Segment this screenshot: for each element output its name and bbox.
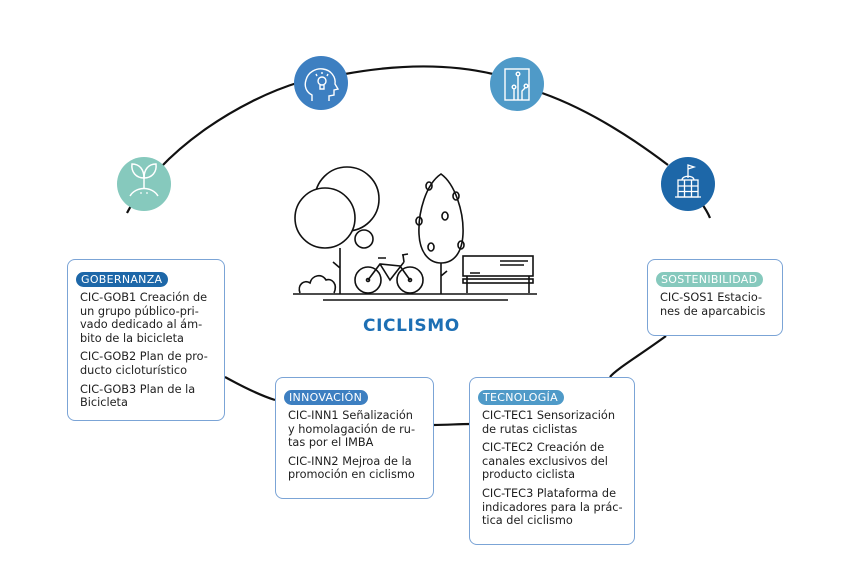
- badge-gobernanza: GOBERNANZA: [76, 272, 169, 287]
- item-sos1: CIC-SOS1 Estacio-nes de aparcabicis: [660, 291, 766, 318]
- item-inn2: CIC-INN2 Mejroa de la promoción en cicli…: [288, 454, 415, 482]
- item-gob3: CIC-GOB3 Plan de la Bicicleta: [80, 382, 196, 410]
- bush: [298, 274, 337, 294]
- bicycle: [354, 253, 424, 294]
- arc-sos-box-to-tec-box: [609, 335, 667, 378]
- item-tec2: CIC-TEC2 Creación de canales exclusivos …: [482, 441, 608, 482]
- box-gobernanza: GOBERNANZA CIC-GOB1 Creación de un grupo…: [67, 259, 225, 421]
- diagram-title: CICLISMO: [363, 316, 460, 336]
- badge-sostenibilidad: SOSTENIBILIDAD: [656, 272, 764, 287]
- item-gob2: CIC-GOB2 Plan de pro-ducto cicloturístic…: [80, 350, 208, 377]
- arc-inn-to-tec-icon: [344, 65, 494, 76]
- item-inn1: CIC-INN1 Señalización y homolagación de …: [288, 409, 416, 450]
- item-tec3: CIC-TEC3 Plataforma de indicadores para …: [482, 486, 623, 528]
- box-sostenibilidad: SOSTENIBILIDAD CIC-SOS1 Estacio-nes de a…: [647, 259, 783, 336]
- box-tecnologia: TECNOLOGÍA CIC-TEC1 Sensorización de rut…: [469, 377, 635, 545]
- item-tec1: CIC-TEC1 Sensorización de rutas ciclista…: [482, 409, 615, 436]
- sprout-icon: [117, 157, 171, 211]
- bench: [462, 255, 534, 293]
- arc-tec-to-sos-icon: [541, 91, 669, 166]
- badge-innovacion: INNOVACIÓN: [284, 390, 369, 405]
- item-gob1: CIC-GOB1 Creación de un grupo público-pr…: [80, 291, 208, 345]
- head-lightbulb-icon: [294, 56, 348, 110]
- park-illustration: [293, 166, 537, 301]
- tree-canopy-front: [294, 187, 356, 249]
- badge-tecnologia: TECNOLOGÍA: [478, 390, 564, 405]
- box-innovacion: INNOVACIÓN CIC-INN1 Señalización y homol…: [275, 377, 434, 499]
- government-building-icon: [661, 157, 715, 211]
- arc-tec-to-inn-box: [432, 422, 471, 427]
- arc-inn-to-gob-box: [224, 376, 276, 402]
- circuit-board-icon: [490, 57, 544, 111]
